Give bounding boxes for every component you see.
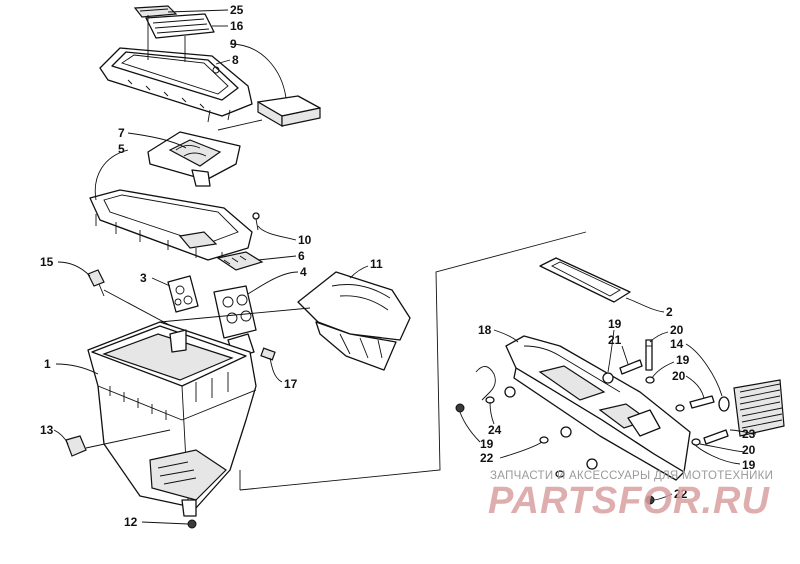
fastener-stud-20-mid — [675, 395, 715, 412]
part-5-airbox-tray — [89, 189, 253, 261]
leader-23 — [729, 429, 757, 435]
callout-16: 16 — [230, 19, 244, 33]
callout-8: 8 — [232, 53, 239, 67]
part-8-airbox-lid — [99, 47, 253, 123]
callout-12: 12 — [124, 515, 138, 529]
callout-11: 11 — [370, 257, 383, 271]
part-17-fitting — [260, 347, 276, 361]
leader-9 — [229, 43, 287, 99]
callout-20-top: 20 — [670, 323, 684, 337]
callout-7: 7 — [118, 126, 125, 140]
callout-22-left: 22 — [480, 451, 494, 465]
leader-5 — [94, 149, 129, 201]
leader-14 — [685, 343, 723, 397]
callout-18: 18 — [478, 323, 492, 337]
part-13-clip — [65, 435, 87, 457]
leader-1 — [55, 363, 99, 375]
leader-11-axis — [159, 307, 311, 323]
callout-17: 17 — [284, 377, 298, 391]
part-16-label — [145, 13, 215, 39]
leader-20c — [699, 443, 745, 453]
callout-22-bottom: 22 — [674, 487, 688, 501]
part-10-screw — [252, 212, 260, 231]
callout-6: 6 — [298, 249, 305, 263]
callout-10: 10 — [298, 233, 312, 247]
leader-9-low — [217, 119, 263, 131]
part-9-filter — [257, 95, 321, 128]
callout-23: 23 — [742, 427, 756, 441]
callout-20-low: 20 — [742, 443, 756, 457]
fastener-washers-mid — [539, 426, 598, 478]
callout-3: 3 — [140, 271, 147, 285]
callout-9: 9 — [230, 37, 237, 51]
callout-2: 2 — [666, 305, 673, 319]
leader-22b — [653, 493, 673, 501]
callout-25: 25 — [230, 3, 244, 17]
watermark-brand: PARTSFOR.RU — [488, 480, 770, 522]
leader-2 — [625, 297, 665, 313]
leader-7 — [127, 132, 187, 149]
callout-15: 15 — [40, 255, 54, 269]
leader-19d — [459, 411, 481, 443]
callout-19-top: 19 — [608, 317, 622, 331]
leader-20b — [685, 375, 705, 399]
part-15-bolt — [87, 269, 105, 297]
leader-21 — [621, 345, 629, 365]
fastener-bolt-20-low — [691, 429, 729, 446]
part-1-lower-airbox — [87, 321, 257, 517]
part-12-nut — [187, 519, 197, 529]
leader-13 — [53, 429, 69, 445]
leader-18 — [493, 329, 519, 343]
callout-24: 24 — [488, 423, 502, 437]
leader-12 — [141, 521, 189, 525]
leader-17 — [269, 357, 283, 383]
part-11-silencer — [297, 271, 411, 371]
callout-13: 13 — [40, 423, 54, 437]
leader-13-axis — [85, 429, 171, 449]
fastener-nut-22-left — [455, 403, 465, 413]
part-2-intake-gasket — [539, 257, 631, 303]
leader-11 — [349, 265, 369, 279]
connector-bracket — [239, 231, 587, 491]
callout-20-mid: 20 — [672, 369, 686, 383]
leader-3 — [151, 277, 171, 287]
part-7-intake-boot — [147, 131, 241, 187]
leader-6 — [257, 255, 297, 261]
part-24-spring-clip — [475, 366, 516, 404]
fastener-washer-19-top — [645, 376, 655, 384]
callout-19-left: 19 — [480, 437, 494, 451]
callout-5: 5 — [118, 142, 125, 156]
leader-8 — [215, 59, 231, 65]
callout-19-mid: 19 — [676, 353, 690, 367]
leader-19b — [651, 361, 675, 379]
leader-4 — [247, 271, 299, 295]
leader-22a — [499, 441, 543, 459]
fastener-bolt-20-top — [645, 339, 653, 371]
leader-15 — [57, 261, 91, 277]
leader-25 — [167, 9, 229, 13]
callout-1: 1 — [44, 357, 51, 371]
callout-4: 4 — [300, 265, 307, 279]
callout-14: 14 — [670, 337, 684, 351]
callout-19-low: 19 — [742, 458, 756, 472]
leader-10 — [257, 225, 297, 241]
leader-20a — [649, 331, 669, 343]
callout-21: 21 — [608, 333, 622, 347]
leader-19a — [607, 329, 615, 373]
fastener-bolt-21 — [602, 359, 643, 384]
leader-24 — [489, 401, 495, 425]
leader-19c — [693, 443, 741, 465]
part-18-intake-duct — [505, 335, 691, 481]
part-25-decal — [133, 5, 178, 18]
part-6-gasket — [216, 251, 264, 271]
fastener-washer-14 — [718, 396, 730, 412]
watermark-tagline: ЗАПЧАСТИ И АКСЕССУАРЫ ДЛЯ МОТОТЕХНИКИ — [490, 470, 774, 482]
part-23-filter — [733, 379, 785, 437]
part-3-reed-gasket — [167, 275, 199, 313]
